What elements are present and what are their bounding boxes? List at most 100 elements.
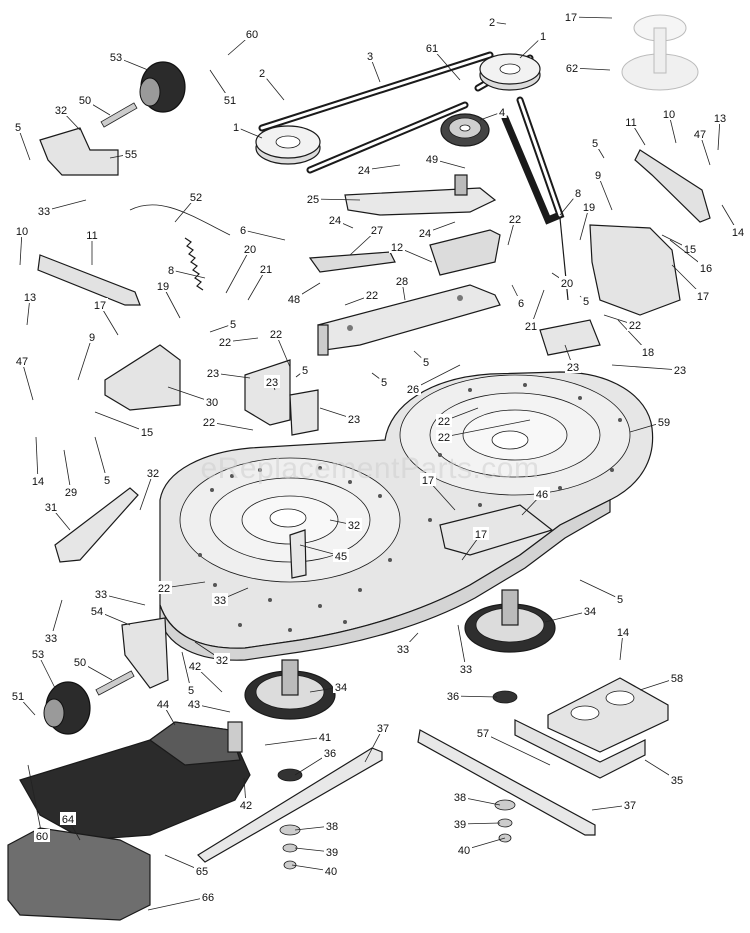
- callout-label-bg: [669, 773, 685, 786]
- callout-number: 5: [104, 475, 110, 487]
- callout-label-bg: [108, 50, 124, 63]
- callout-label-bg: [231, 120, 241, 133]
- callout-leader: [242, 229, 286, 241]
- callout-number: 21: [260, 264, 272, 276]
- callout-number: 24: [358, 165, 370, 177]
- callout-label-bg: [30, 474, 46, 487]
- callout-label-bg: [473, 527, 489, 540]
- callout-label-bg: [730, 225, 746, 238]
- callout-label-bg: [389, 240, 405, 253]
- callout-label-bg: [214, 653, 230, 666]
- callout-number: 14: [32, 476, 44, 488]
- callout-number: 22: [509, 214, 521, 226]
- callout-label-bg: [669, 671, 685, 684]
- callout-number: 11: [86, 230, 97, 242]
- callout-leader: [457, 624, 467, 670]
- callout-leader: [27, 764, 43, 837]
- callout-label-bg: [36, 204, 52, 217]
- callout-number: 10: [16, 226, 28, 238]
- callout-number: 39: [326, 847, 338, 859]
- callout-label-bg: [155, 279, 171, 292]
- bracket-12: [429, 229, 501, 276]
- callout-label-bg: [60, 812, 76, 825]
- callout-number: 40: [325, 866, 337, 878]
- callout-number: 2: [259, 68, 265, 80]
- callout-label-bg: [244, 27, 260, 40]
- callout-number: 42: [189, 661, 201, 673]
- callout-label-bg: [87, 330, 97, 343]
- callout-number: 23: [674, 365, 686, 377]
- callout-leader: [264, 736, 326, 746]
- watermark: eReplacementParts.com: [201, 452, 540, 485]
- deck-bracket: [439, 504, 554, 556]
- callout-number: 65: [196, 866, 208, 878]
- callout-number: 23: [266, 377, 278, 389]
- callout-leader: [94, 411, 148, 433]
- callout-number: 14: [732, 227, 744, 239]
- callout-number: 50: [74, 657, 86, 669]
- callout-number: 33: [38, 206, 50, 218]
- callout-label-bg: [622, 798, 638, 811]
- callout-label-bg: [323, 864, 339, 877]
- callout-number: 22: [158, 583, 170, 595]
- callout-label-bg: [155, 697, 171, 710]
- callout-number: 41: [319, 732, 331, 744]
- callout-label-bg: [166, 263, 176, 276]
- callout-label-bg: [188, 190, 204, 203]
- callout-number: 5: [381, 377, 387, 389]
- callout-number: 20: [244, 244, 256, 256]
- callout-label-bg: [379, 375, 389, 388]
- callout-label-bg: [695, 289, 711, 302]
- callout-label-bg: [346, 412, 362, 425]
- callout-leader: [147, 896, 209, 911]
- hanger-bracket-left: [104, 344, 181, 411]
- callout-number: 40: [458, 845, 470, 857]
- callout-label-bg: [300, 363, 310, 376]
- mulch-cover: [7, 827, 151, 921]
- callout-label-bg: [565, 360, 581, 373]
- callout-label-bg: [200, 890, 216, 903]
- callout-label-bg: [364, 288, 380, 301]
- callout-number: 50: [79, 95, 91, 107]
- callout-label-bg: [30, 647, 46, 660]
- callout-number: 60: [36, 831, 48, 843]
- callout-label-bg: [102, 473, 112, 486]
- callout-number: 32: [147, 468, 159, 480]
- belt-guide-wire: [129, 204, 231, 236]
- callout-number: 37: [624, 800, 636, 812]
- callout-number: 30: [206, 397, 218, 409]
- callout-number: 33: [214, 595, 226, 607]
- callout-label-bg: [497, 105, 507, 118]
- callout-number: 24: [419, 228, 431, 240]
- idler-arm: [344, 174, 497, 216]
- callout-leader: [611, 364, 681, 371]
- callout-number: 33: [460, 664, 472, 676]
- callout-number: 33: [95, 589, 107, 601]
- blade-left: [197, 747, 383, 863]
- callout-number: 5: [423, 357, 429, 369]
- callout-label-bg: [89, 604, 105, 617]
- callout-number: 6: [240, 225, 246, 237]
- callout-number: 17: [94, 300, 106, 312]
- callout-number: 23: [348, 414, 360, 426]
- callout-number: 17: [475, 529, 487, 541]
- callout-number: 5: [617, 594, 623, 606]
- callout-number: 42: [240, 800, 252, 812]
- callout-number: 51: [224, 95, 236, 107]
- callout-number: 12: [391, 242, 403, 254]
- callout-number: 32: [55, 105, 67, 117]
- callout-label-bg: [22, 290, 38, 303]
- callout-label-bg: [356, 163, 372, 176]
- callout-number: 6: [518, 298, 524, 310]
- callout-label-bg: [139, 425, 155, 438]
- mulch-plate-bracket: [514, 677, 669, 779]
- callout-leader: [170, 269, 206, 279]
- callout-label-bg: [238, 223, 248, 236]
- callout-label-bg: [327, 213, 343, 226]
- callout-number: 16: [700, 263, 712, 275]
- callout-label-bg: [563, 10, 579, 23]
- discharge-chute: [19, 721, 251, 841]
- callout-number: 47: [694, 129, 706, 141]
- callout-number: 39: [454, 819, 466, 831]
- hanger-bracket-right: [589, 224, 681, 316]
